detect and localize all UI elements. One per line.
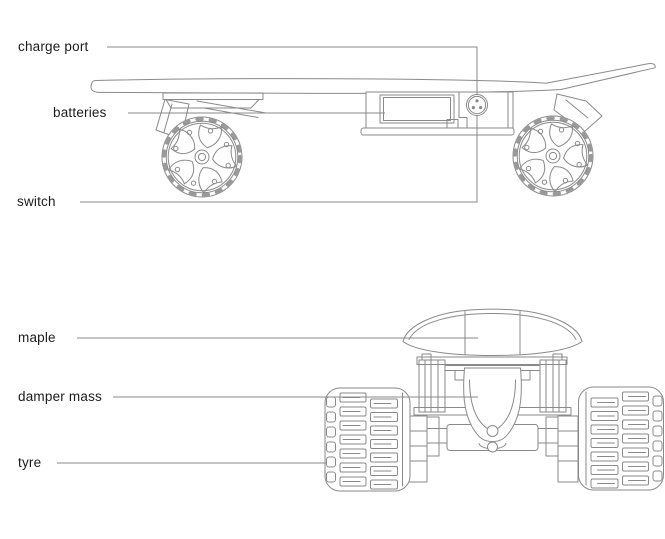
wheel-bolt (190, 180, 197, 186)
tyre-side-knob (326, 456, 336, 468)
tread-block (370, 398, 398, 409)
tread-block (370, 412, 398, 422)
tread-block (622, 405, 649, 416)
battery-enclosure (360, 91, 515, 136)
label-switch: switch (17, 194, 56, 209)
wheel-spoke (212, 145, 238, 169)
charge-port-leader (107, 46, 478, 95)
label-maple: maple (18, 330, 56, 345)
front-wheel (161, 116, 243, 198)
wheel-spoke (170, 128, 196, 155)
tread-block (622, 447, 649, 458)
tread-block (590, 438, 619, 448)
tread-block (622, 433, 649, 444)
wheel-bolt (576, 161, 582, 168)
tyre-side-knob (652, 395, 663, 407)
tread-block (339, 406, 367, 417)
tyre-side-knob (652, 470, 663, 482)
wheel-bolt (225, 162, 231, 169)
tread-block (622, 391, 649, 402)
battery-pack (379, 94, 455, 124)
right-tyre (578, 386, 664, 491)
tread-block (590, 465, 619, 475)
wheel-spoke (519, 158, 546, 184)
tread-block (590, 411, 619, 421)
tread-block (370, 479, 398, 490)
charge-port-connector (466, 94, 488, 116)
wheel-bolt (525, 165, 532, 172)
tread-block (590, 424, 619, 435)
tread-block (339, 462, 367, 473)
wheel-spoke (168, 159, 195, 185)
tyre-side-knob (652, 440, 663, 452)
left-tyre (324, 387, 411, 492)
deck-front-profile (402, 308, 583, 356)
left-hub (406, 415, 428, 483)
tyre-side-knob (652, 410, 663, 422)
tread-block (339, 448, 367, 459)
enclosure-baseplate (360, 127, 515, 136)
tread-block (622, 475, 649, 486)
wheel-hub (545, 148, 561, 164)
wheel-spoke (549, 166, 574, 193)
tread-block (339, 476, 367, 487)
wheel-bolt (174, 166, 181, 173)
tread-block (622, 461, 649, 472)
wheel-bolt (211, 178, 218, 185)
wheel-tread-ticks (512, 115, 594, 197)
wheel-bolt (574, 140, 581, 147)
tread-block (370, 452, 398, 463)
tread-block (370, 425, 398, 436)
wheel-spoke (521, 127, 547, 154)
tyre-side-knob (326, 441, 336, 453)
tyre-side-knob (326, 426, 336, 438)
tread-block (590, 451, 619, 462)
tread-block (370, 439, 398, 449)
front-motor-mount (155, 92, 267, 140)
wheel-bolt (524, 144, 530, 151)
damper-mass-part (463, 367, 522, 453)
wheel-bolt (173, 145, 179, 152)
rear-truck-bracket (553, 93, 603, 133)
tread-block (622, 419, 649, 430)
wheel-spoke (563, 144, 589, 168)
label-charge-port: charge port (18, 39, 89, 54)
skateboard-side-view (90, 63, 656, 198)
wheel-bolt (558, 127, 565, 133)
wheel-bolt (562, 177, 569, 184)
tread-block (590, 397, 619, 408)
wheel-spoke (198, 167, 223, 194)
label-batteries: batteries (53, 105, 107, 120)
wheel-tread-ticks (161, 116, 243, 198)
wheel-bolt (537, 128, 544, 135)
tyre-body (324, 387, 411, 492)
tyre-side-knob (326, 471, 336, 483)
label-tyre: tyre (18, 455, 42, 470)
wheel-bolt (223, 141, 230, 148)
wheel-bolt (541, 179, 548, 185)
tyre-side-knob (652, 425, 663, 437)
rear-wheel (512, 115, 594, 197)
tread-block (590, 478, 619, 489)
wheel-bolt (207, 128, 214, 134)
tread-block (339, 434, 367, 445)
wheel-hub (194, 149, 210, 165)
tyre-side-knob (652, 455, 663, 467)
tread-block (370, 466, 398, 476)
label-damper-mass: damper mass (18, 389, 102, 404)
deck-side-profile (90, 63, 656, 94)
switch-leader (80, 115, 478, 203)
tyre-body (578, 386, 664, 491)
right-hub (557, 415, 579, 483)
wheel-bolt (186, 129, 193, 136)
tyre-side-knob (326, 411, 336, 423)
skateboard-front-view (324, 308, 664, 492)
tread-block (339, 420, 367, 431)
